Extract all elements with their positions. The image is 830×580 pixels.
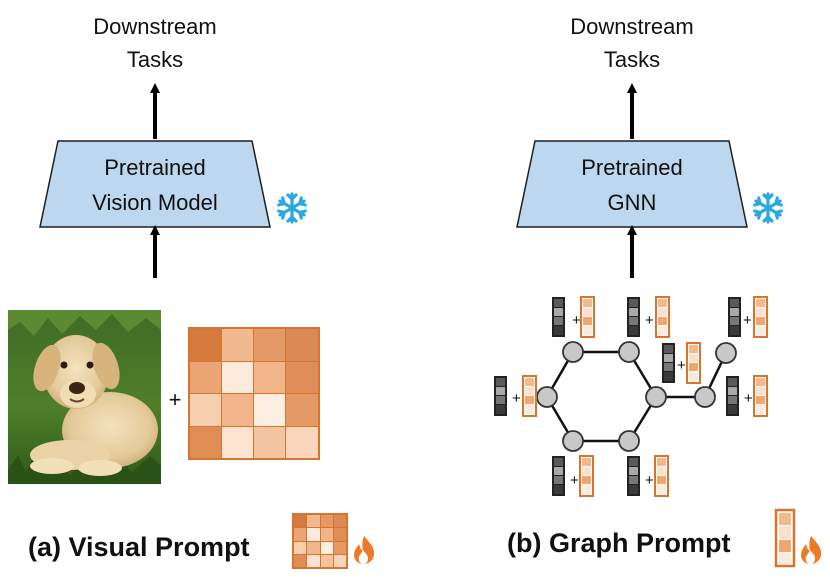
graph-prompt-panel: Downstream Tasks Pretrained GNN [494, 14, 822, 568]
node-feature-prompt-pair: + [552, 455, 594, 497]
node-feature-prompt-pair: + [552, 296, 595, 338]
graph-node [618, 430, 640, 452]
model-label-line2: GNN [608, 190, 657, 215]
visual-prompt-grid [188, 327, 320, 460]
model-label-line1: Pretrained [581, 155, 683, 180]
pretrained-vision-model-block [39, 140, 271, 228]
fire-icon [354, 536, 375, 564]
graph-node [645, 386, 667, 408]
downstream-tasks-label-line2: Tasks [604, 47, 660, 72]
node-feature-prompt-pair: + [662, 342, 701, 384]
snowflake-icon [277, 192, 307, 224]
plus-sign: + [645, 312, 654, 329]
plus-sign: + [744, 390, 753, 407]
visual-prompt-thumbnail [292, 513, 348, 569]
graph-node [715, 342, 737, 364]
node-feature-prompt-pair: + [728, 296, 768, 338]
plus-sign: + [677, 357, 686, 374]
plus-sign: + [512, 390, 521, 407]
visual-prompt-caption: (a) Visual Prompt [28, 532, 250, 562]
graph-prompt-caption: (b) Graph Prompt [507, 528, 731, 558]
visual-prompt-panel: Downstream Tasks Pretrained Vision Model [8, 14, 375, 569]
graph-node [618, 341, 640, 363]
model-label-line2: Vision Model [92, 190, 218, 215]
graph-node [536, 386, 558, 408]
dog-photo [8, 310, 161, 484]
downstream-tasks-label-line2: Tasks [127, 47, 183, 72]
fire-icon [801, 536, 822, 564]
downstream-tasks-label-line1: Downstream [93, 14, 216, 39]
node-feature-prompt-pair: + [726, 375, 768, 417]
plus-sign: + [572, 312, 581, 329]
model-label-line1: Pretrained [104, 155, 206, 180]
graph-node [562, 430, 584, 452]
node-feature-prompt-pair: + [494, 375, 537, 417]
pretrained-gnn-block [516, 140, 748, 228]
node-feature-prompt-pair: + [627, 296, 670, 338]
snowflake-icon [753, 192, 783, 224]
plus-sign: + [645, 472, 654, 489]
graph-prompt-thumbnail [774, 508, 796, 568]
node-feature-prompt-pair: + [627, 455, 669, 497]
graph-nodes [536, 341, 737, 452]
plus-sign: + [169, 387, 182, 412]
graph-node [562, 341, 584, 363]
downstream-tasks-label-line1: Downstream [570, 14, 693, 39]
plus-sign: + [570, 472, 579, 489]
plus-sign: + [743, 312, 752, 329]
graph-node [694, 386, 716, 408]
